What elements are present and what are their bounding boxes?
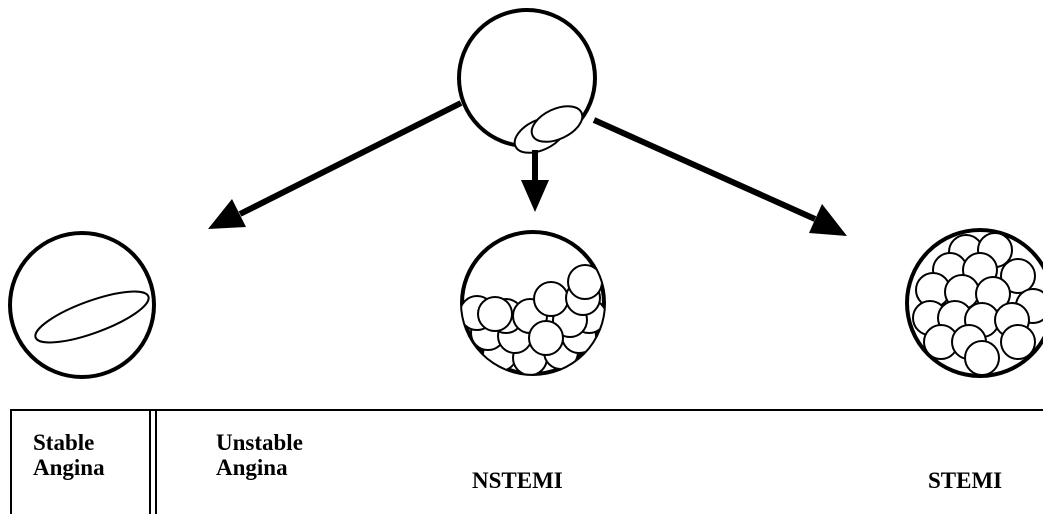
arrow-to-unstable-angina (208, 100, 463, 229)
label-stable-angina: Stable Angina (33, 430, 105, 480)
classification-table (10, 409, 1043, 514)
vessel-stable-angina (8, 231, 156, 379)
label-unstable-angina-line1: Unstable (216, 430, 303, 455)
vessel-plaque (457, 8, 597, 154)
vessel-nstemi (460, 230, 606, 376)
label-stable-angina-line2: Angina (33, 455, 105, 480)
label-stemi: STEMI (928, 468, 1003, 493)
label-nstemi: NSTEMI (472, 468, 563, 493)
label-stable-angina-line1: Stable (33, 430, 95, 455)
vessel-stemi (905, 228, 1043, 378)
label-unstable-angina: Unstable Angina (216, 430, 303, 480)
label-unstable-angina-line2: Angina (216, 455, 288, 480)
arrow-to-nstemi (521, 150, 549, 212)
arrow-to-stemi (592, 117, 847, 236)
